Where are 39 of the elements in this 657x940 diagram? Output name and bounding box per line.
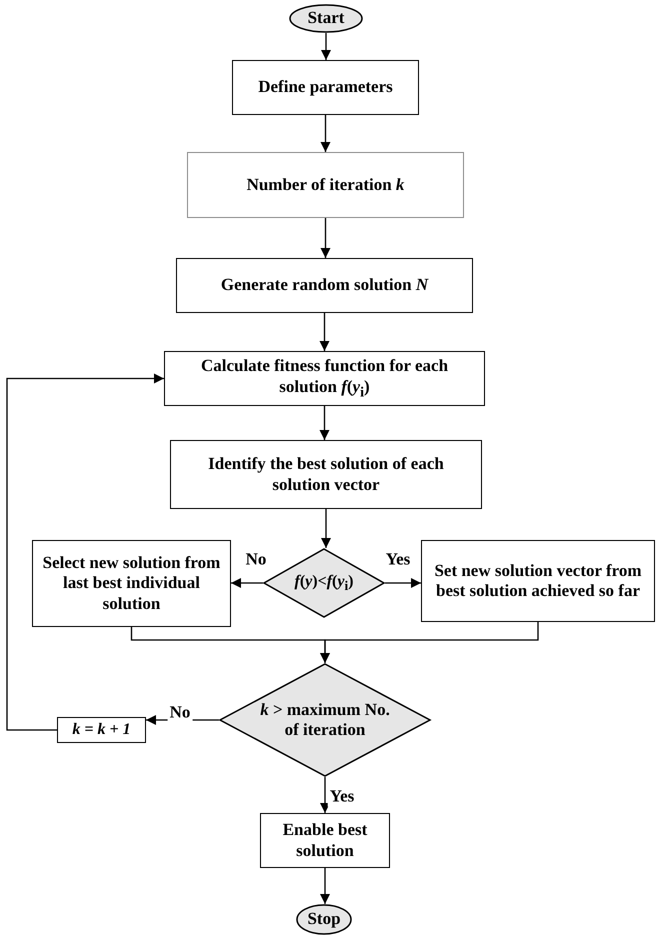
node-text: Identify the best solution of each solution vector (207, 454, 445, 495)
arrow (385, 578, 421, 588)
edge-label: Yes (328, 788, 356, 806)
terminal-ellipse (296, 904, 352, 935)
edge-label: No (168, 704, 192, 722)
node-text: Set new solution vector from best solution achieved so far (433, 560, 643, 602)
arrow (6, 374, 164, 731)
arrow (320, 115, 330, 152)
arrow (320, 313, 330, 351)
arrow (320, 777, 330, 813)
arrow (320, 218, 330, 258)
process-box (164, 351, 485, 406)
arrow (320, 622, 539, 663)
node-text: Calculate fitness function for each solution f(y$_{i}$) (200, 356, 450, 401)
process-box (260, 813, 390, 868)
node-text: Enable best solution (282, 820, 368, 861)
decision-diamond (219, 663, 431, 777)
arrow (320, 868, 330, 904)
arrow (320, 406, 330, 440)
process-box (170, 440, 482, 509)
node-text: Number of iteration k (246, 174, 404, 196)
node-text: Select new solution from last best individual solution (42, 552, 222, 614)
arrow (321, 509, 331, 548)
process-box (232, 60, 419, 115)
process-box (32, 540, 231, 627)
process-box (187, 152, 464, 218)
terminal-ellipse (289, 4, 363, 33)
node-text: k = k + 1 (72, 720, 131, 740)
node-text: k > maximum No. of iteration (259, 700, 391, 740)
arrow (321, 33, 331, 60)
node-text: Stop (307, 909, 341, 930)
node-text: Define parameters (258, 77, 393, 98)
process-box (421, 540, 655, 622)
arrow (231, 578, 263, 588)
node-text: Start (308, 8, 344, 29)
process-box (176, 258, 473, 313)
node-text: f(y)<f(y$_{i}$) (294, 572, 354, 594)
process-box (57, 717, 146, 743)
node-text: Generate random solution N (220, 275, 428, 296)
